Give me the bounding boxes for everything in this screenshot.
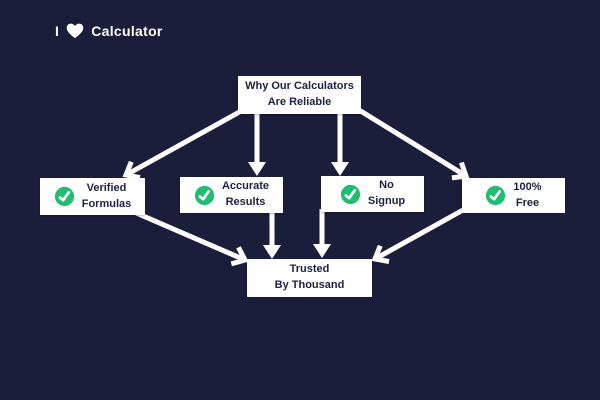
brand-logo: I Calculator: [55, 23, 163, 39]
node-root-line2: Are Reliable: [267, 96, 332, 108]
feature-label-line1: No: [379, 179, 394, 192]
arrow-root-to-free: [357, 107, 470, 181]
feature-label-line2: Free: [515, 196, 540, 209]
node-no-signup: No Signup: [321, 176, 424, 212]
arrow-verified-to-sink: [133, 209, 249, 267]
heart-icon: [66, 23, 84, 39]
check-circle-icon: [194, 185, 215, 206]
check-circle-icon: [340, 184, 361, 205]
logo-suffix: Calculator: [91, 23, 163, 39]
arrow-nosignup-to-sink: [313, 209, 331, 258]
node-root-reliable: Why Our Calculators Are Reliable: [238, 76, 361, 114]
check-circle-icon: [54, 186, 75, 207]
node-accurate-results: Accurate Results: [180, 177, 283, 213]
node-sink-line1: Trusted: [289, 263, 330, 276]
arrow-accurate-to-sink: [263, 210, 281, 259]
feature-label-line1: 100%: [513, 180, 542, 193]
node-sink-line2: By Thousand: [274, 279, 345, 291]
node-100-free: 100% Free: [462, 178, 565, 213]
arrow-root-to-nosignup: [331, 110, 349, 176]
arrow-free-to-sink: [371, 207, 465, 264]
arrow-root-to-verified: [122, 107, 245, 180]
feature-label-line1: Accurate: [221, 180, 270, 193]
arrow-root-to-accurate: [248, 110, 266, 176]
feature-label-line1: Verified: [86, 181, 127, 194]
feature-label-line2: Formulas: [81, 197, 132, 210]
logo-prefix: I: [55, 23, 60, 39]
check-circle-icon: [485, 185, 506, 206]
feature-label-line2: Results: [225, 196, 266, 208]
node-root-line1: Why Our Calculators: [245, 80, 354, 93]
feature-label-line2: Signup: [367, 195, 406, 207]
node-verified-formulas: Verified Formulas: [40, 178, 145, 215]
node-trusted-by-thousand: Trusted By Thousand: [247, 259, 372, 297]
